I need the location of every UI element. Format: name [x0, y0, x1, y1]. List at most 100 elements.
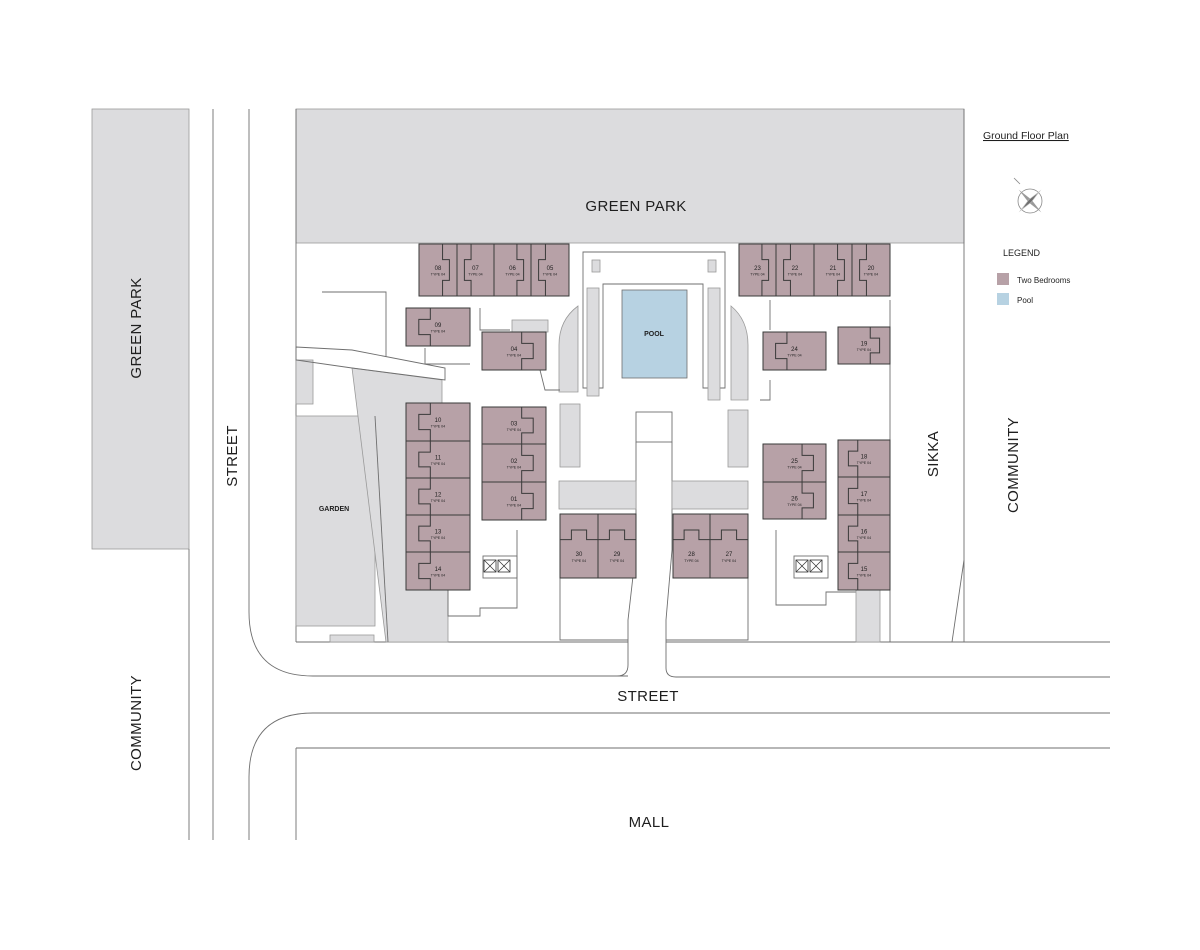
unit-type: TYPE 04: [722, 559, 736, 563]
label-community-left: COMMUNITY: [128, 675, 145, 771]
unit-type: TYPE 04: [864, 273, 878, 277]
label-street-left: STREET: [224, 425, 241, 487]
unit-number: 29: [614, 552, 621, 558]
unit-wall: [869, 327, 881, 364]
unit-number: 07: [472, 266, 479, 272]
unit-type: TYPE 04: [431, 330, 445, 334]
unit-type: TYPE 04: [787, 354, 801, 358]
unit-type: TYPE 04: [431, 574, 445, 578]
unit-type: TYPE 04: [468, 273, 482, 277]
plan-title: Ground Floor Plan: [983, 130, 1069, 142]
unit-type: TYPE 04: [431, 425, 445, 429]
unit-wall: [418, 308, 431, 346]
unit-wall: [847, 515, 859, 552]
unit-type: TYPE 04: [750, 273, 764, 277]
unit-block: [672, 513, 711, 579]
unit-wall: [801, 482, 814, 519]
unit-number: 04: [511, 347, 518, 353]
unit-block: [405, 307, 471, 347]
unit-block: [405, 477, 471, 516]
stair-icon: [795, 559, 823, 573]
unit-type: TYPE 04: [507, 504, 521, 508]
compass-icon: [1013, 177, 1043, 214]
unit-number: 03: [511, 422, 518, 428]
unit-wall: [783, 244, 791, 296]
unit-type: TYPE 04: [610, 559, 624, 563]
unit-type: TYPE 04: [857, 499, 871, 503]
unit-block: [405, 402, 471, 442]
unit-wall: [598, 529, 636, 541]
unit-block: [837, 439, 891, 478]
unit-wall: [538, 244, 546, 296]
unit-wall: [775, 332, 788, 370]
label-pool: POOL: [644, 331, 665, 338]
unit-block: [418, 243, 458, 297]
unit-block: [405, 551, 471, 591]
label-street-bottom: STREET: [617, 688, 679, 705]
unit-wall: [463, 244, 472, 296]
unit-type: TYPE 04: [507, 428, 521, 432]
unit-number: 28: [688, 552, 695, 558]
unit-wall: [516, 244, 525, 296]
unit-wall: [847, 552, 859, 590]
unit-type: TYPE 04: [507, 466, 521, 470]
unit-type: TYPE 04: [431, 536, 445, 540]
unit-type: TYPE 04: [572, 559, 586, 563]
unit-number: 18: [861, 455, 868, 461]
unit-number: 16: [861, 530, 868, 536]
legend-swatch-pool: [997, 293, 1009, 305]
unit-number: 14: [435, 567, 442, 573]
unit-type: TYPE 04: [857, 461, 871, 465]
unit-type: TYPE 04: [507, 354, 521, 358]
unit-number: 19: [861, 342, 868, 348]
unit-type: TYPE 04: [431, 499, 445, 503]
unit-wall: [418, 515, 431, 552]
unit-wall: [560, 529, 598, 541]
unit-type: TYPE 04: [543, 273, 557, 277]
unit-number: 15: [861, 567, 868, 573]
unit-wall: [761, 244, 770, 296]
label-mall: MALL: [629, 814, 670, 831]
unit-type: TYPE 04: [505, 273, 519, 277]
label-green-park-top: GREEN PARK: [585, 198, 686, 215]
stair-icon: [483, 559, 511, 573]
unit-block: [738, 243, 777, 297]
unit-wall: [442, 244, 450, 296]
unit-number: 08: [435, 266, 442, 272]
legend-swatch-two-bedrooms: [997, 273, 1009, 285]
label-green-park-left: GREEN PARK: [128, 277, 145, 378]
unit-type: TYPE 04: [826, 273, 840, 277]
label-garden: GARDEN: [319, 506, 349, 513]
